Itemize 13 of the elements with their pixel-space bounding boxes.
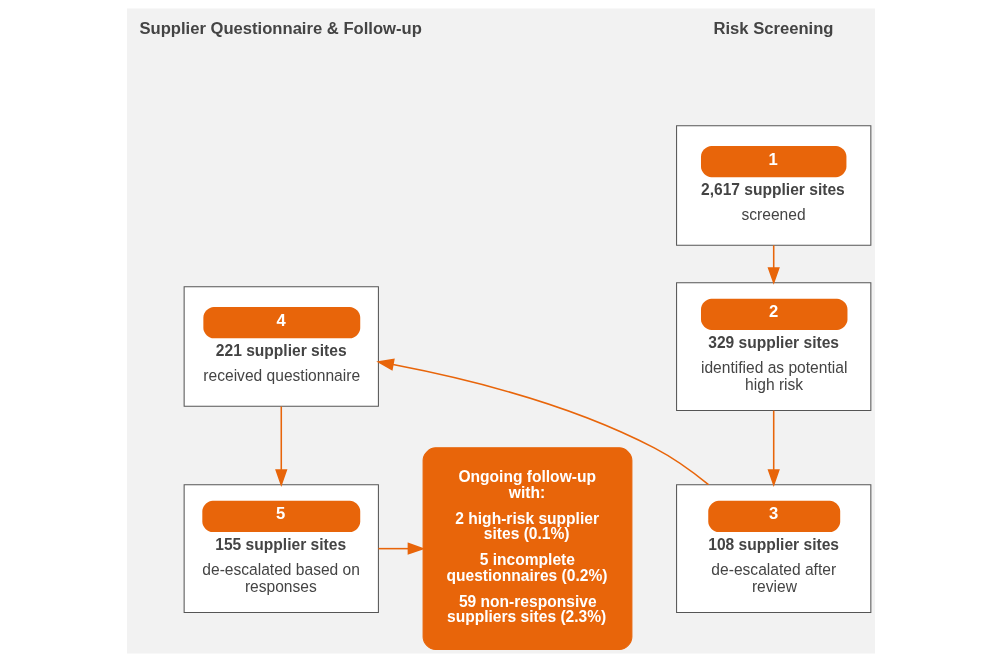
label: Risk Screening <box>713 19 834 39</box>
node-box: Ongoing follow-up with: 2 high-risk supplier sites (0.1%) 5 incomplete questionnaires (0.2%) 59 non-responsive suppliers sites (2.3%) <box>422 447 633 650</box>
arrow <box>767 244 780 285</box>
node-box: 1 2,617 supplier sites screened <box>676 125 872 246</box>
arrow <box>377 542 426 555</box>
node-box: 4 221 supplier sites received questionnaire <box>183 286 379 407</box>
arrow <box>376 358 710 486</box>
node-box: 5 155 supplier sites de-escalated based on responses <box>183 484 379 614</box>
arrow <box>275 405 288 487</box>
node-box: 2 329 supplier sites identified as potential high risk <box>676 282 872 411</box>
label: Supplier Questionnaire & Follow-up <box>139 19 422 39</box>
arrow <box>767 409 780 487</box>
node-box: 3 108 supplier sites de-escalated after review <box>676 484 872 614</box>
